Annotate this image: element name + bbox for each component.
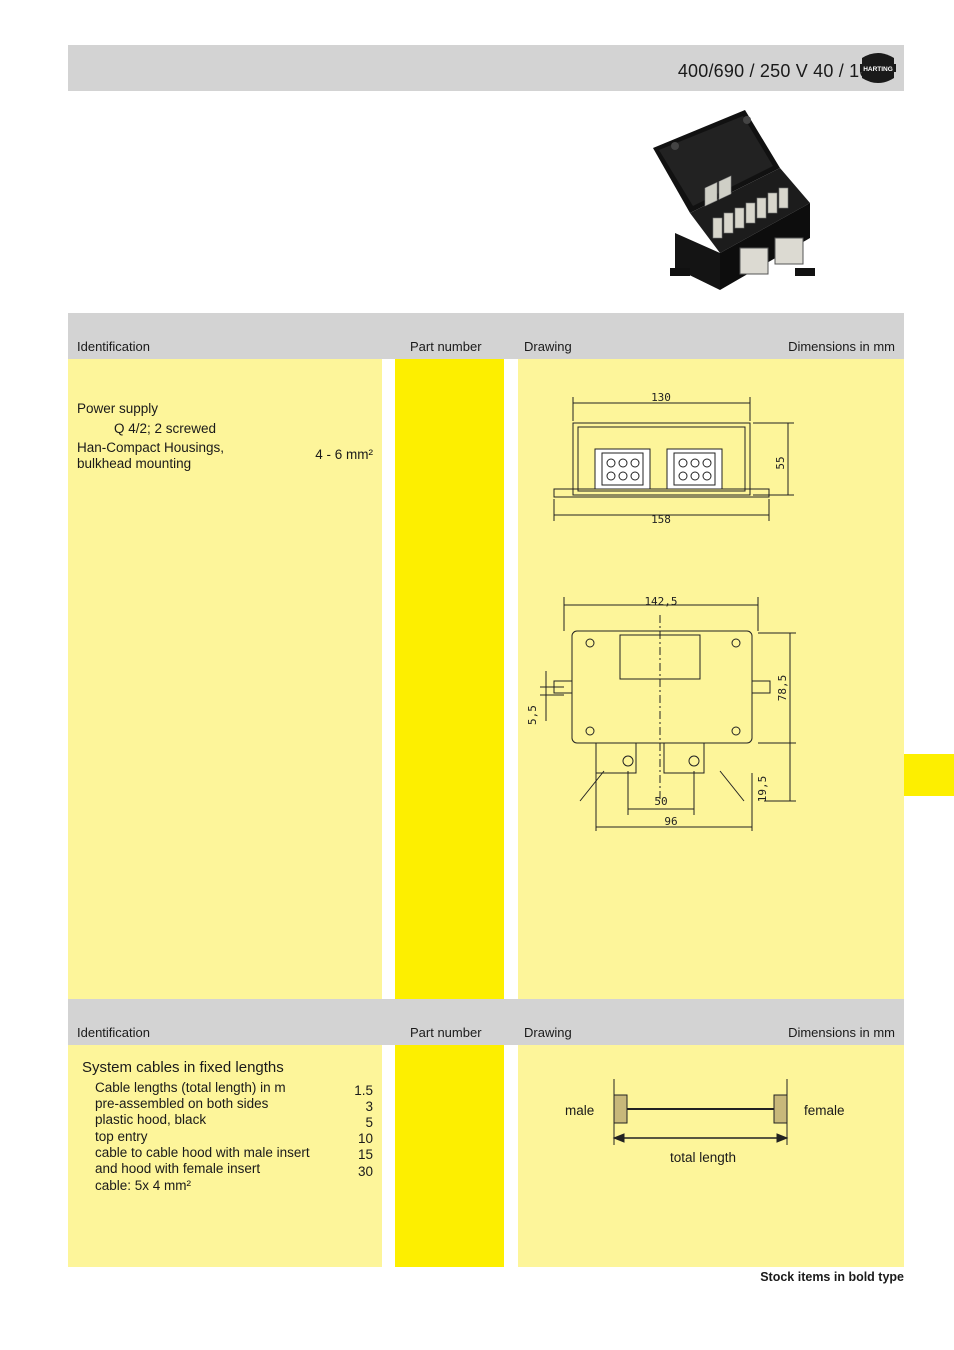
header-identification: Identification xyxy=(77,339,150,354)
part-number-column-2 xyxy=(395,1045,504,1267)
front-view-drawing: 130 158 55 xyxy=(553,391,794,526)
length-15: 15 xyxy=(357,1147,373,1162)
cable-to-cable-line: cable to cable hood with male insert xyxy=(95,1145,310,1160)
drawing-column-2: male female total length xyxy=(518,1045,904,1267)
female-insert-line: and hood with female insert xyxy=(95,1161,261,1176)
header-part-number: Part number xyxy=(410,339,482,354)
q-line: Q 4/2; 2 screwed xyxy=(114,421,217,436)
han-compact-line: Han-Compact Housings, xyxy=(77,440,225,455)
cable-lengths-line: Cable lengths (total length) in m xyxy=(95,1080,286,1095)
male-label: male xyxy=(565,1103,595,1118)
length-3: 3 xyxy=(365,1099,373,1114)
system-cables-title: System cables in fixed lengths xyxy=(82,1059,284,1076)
side-view-drawing: 142,5 78,5 5,5 19,5 50 96 xyxy=(526,595,796,831)
logo-text: HARTING xyxy=(863,66,893,73)
length-1-5: 1.5 xyxy=(354,1083,373,1098)
length-10: 10 xyxy=(357,1131,373,1146)
drawing-column-1: 130 158 55 xyxy=(518,359,904,999)
dim-96: 96 xyxy=(664,815,677,828)
dim-142-5: 142,5 xyxy=(644,595,677,608)
top-entry-line: top entry xyxy=(95,1129,148,1144)
dim-130: 130 xyxy=(651,391,671,404)
cross-section-value: 4 - 6 mm² xyxy=(315,447,373,462)
header-identification: Identification xyxy=(77,1025,150,1040)
power-supply-label: Power supply xyxy=(77,401,159,416)
dim-5-5: 5,5 xyxy=(526,705,539,725)
header-dimensions: Dimensions in mm xyxy=(788,1025,895,1040)
junction-box-photo xyxy=(645,108,835,298)
header-part-number: Part number xyxy=(410,1025,482,1040)
total-length-label: total length xyxy=(670,1150,737,1165)
rating-text: 400/690 / 250 V 40 / 10 A xyxy=(677,61,886,81)
pre-assembled-line: pre-assembled on both sides xyxy=(95,1096,269,1111)
part-number-column-1 xyxy=(395,359,504,999)
dim-50: 50 xyxy=(654,795,667,808)
table-header-2: Identification Part number Drawing Dimen… xyxy=(68,999,904,1045)
cable-spec-line: cable: 5x 4 mm² xyxy=(95,1178,192,1193)
header-drawing: Drawing xyxy=(524,1025,572,1040)
header-drawing: Drawing xyxy=(524,339,572,354)
length-5: 5 xyxy=(365,1115,373,1130)
female-label: female xyxy=(804,1103,845,1118)
identification-column-2: System cables in fixed lengths Cable len… xyxy=(68,1045,382,1267)
cable-drawing xyxy=(612,1079,789,1145)
stock-items-footnote: Stock items in bold type xyxy=(760,1270,904,1284)
plastic-hood-line: plastic hood, black xyxy=(95,1112,207,1127)
dim-55: 55 xyxy=(774,456,787,469)
dim-78-5: 78,5 xyxy=(776,675,789,702)
length-30: 30 xyxy=(357,1164,373,1179)
table-header-1: Identification Part number Drawing Dimen… xyxy=(68,313,904,359)
chapter-tab xyxy=(904,754,954,796)
bulkhead-line: bulkhead mounting xyxy=(77,456,192,471)
dim-158: 158 xyxy=(651,513,671,526)
dim-19-5: 19,5 xyxy=(756,776,769,803)
header-dimensions: Dimensions in mm xyxy=(788,339,895,354)
harting-logo: HARTING xyxy=(858,50,898,86)
identification-column-1: Power supply Q 4/2; 2 screwed Han-Compac… xyxy=(68,359,382,999)
header-bar xyxy=(68,45,904,91)
